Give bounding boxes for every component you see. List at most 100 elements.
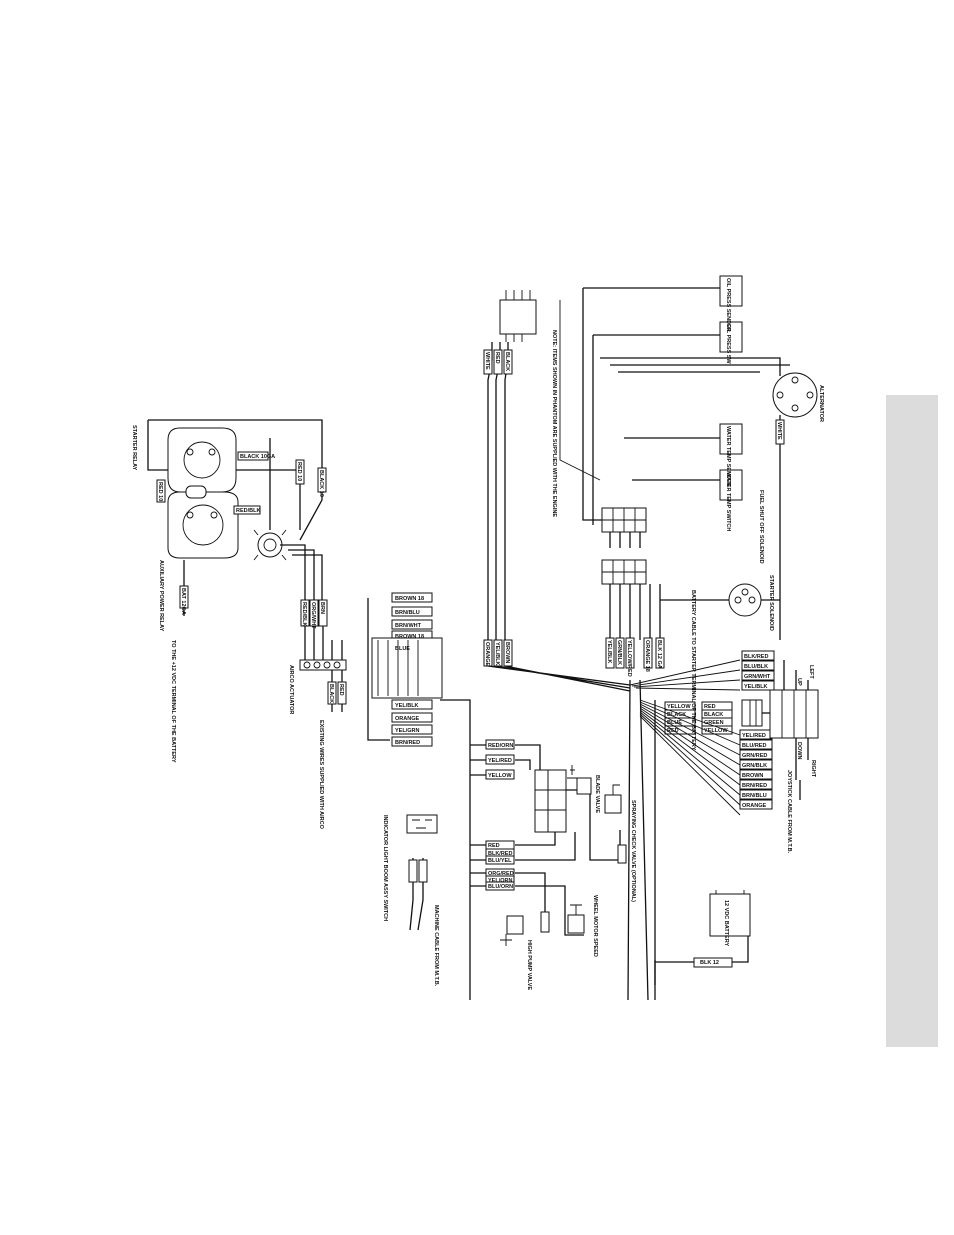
right-wire-box — [741, 660, 775, 671]
battery-icon — [709, 893, 751, 937]
left-wire-box — [391, 712, 433, 723]
right-wire-label: BRN/BLU — [742, 793, 767, 799]
right-wire-label: ORANGE — [742, 803, 766, 809]
right-wire-box — [701, 725, 733, 735]
right-wire-label: GREEN — [704, 720, 724, 726]
right-wire-label: GRN/WHT — [744, 674, 771, 680]
high-pump-valve-icon — [500, 915, 524, 946]
wire-label: YEL/BLK — [606, 640, 612, 664]
indicator-light-switch-icon — [406, 814, 438, 834]
valve-wire-label: YEL/ORN — [488, 878, 512, 884]
wire-label: YEL/BLK — [494, 642, 500, 666]
wire-label: ORG/WHT — [310, 602, 316, 629]
relay-section — [147, 419, 347, 712]
label-starter-solenoid: STARTER SOLENOID — [768, 575, 774, 631]
wire-label: GRN/BLK — [616, 640, 622, 665]
label-blade-valve: BLADE VALVE — [594, 775, 600, 813]
left-wire-label: BLUE — [395, 646, 410, 652]
wire-label: BROWN — [504, 642, 510, 663]
label-joystick-cable: JOYSTICK CABLE FROM M.T.B. — [786, 770, 792, 854]
starter-solenoid-icon — [728, 583, 762, 617]
left-wire-label: BRN/BLU — [395, 610, 420, 616]
left-wire-box — [391, 592, 433, 603]
label-down: DOWN — [796, 742, 802, 759]
left-wire-label: YEL/BLK — [395, 703, 419, 709]
left-wire-label: BROWN 18 — [395, 634, 424, 640]
right-wire-label: BLACK — [667, 712, 686, 718]
label-left: LEFT — [808, 665, 814, 679]
wheel-motor-speed-icon — [567, 904, 585, 934]
right-wire-label: BLU/BLK — [744, 664, 768, 670]
label-oil-press-sender: OIL PRESS SENDER — [725, 278, 731, 332]
battery-section — [654, 890, 751, 985]
engine-section — [582, 275, 818, 669]
alternator-icon — [772, 372, 818, 418]
label-oil-press-sw: OIL PRESS SW — [725, 324, 731, 364]
left-wire-box — [391, 606, 433, 617]
valve-wire-label: BLU/ORN — [488, 884, 513, 890]
label-check-valve: SPRAYING CHECK VALVE (OPTIONAL) — [630, 800, 636, 902]
label-water-temp-sender: WATER TEMP SENDER — [725, 426, 731, 487]
label-aux-power-relay: AUXILIARY POWER RELAY — [158, 560, 164, 632]
blade-valve-icon — [567, 765, 592, 795]
wire-label: ORANGE — [484, 642, 490, 666]
right-wire-label: BLU/RED — [742, 743, 766, 749]
wire-label: RED/BLK — [301, 602, 307, 626]
right-wire-label: GRN/BLK — [742, 763, 767, 769]
label-up: UP — [796, 678, 802, 686]
wire-label: BLACK 10GA — [240, 454, 275, 460]
wire-label: RED 10 — [157, 482, 163, 501]
top-plug-icon — [499, 290, 537, 342]
center-harness — [483, 290, 656, 1001]
valve-wire-label: YEL/RED — [488, 758, 512, 764]
right-wire-label: BLACK — [704, 712, 723, 718]
right-wire-box — [741, 680, 775, 691]
valve-wire-label: ORG/RED — [488, 871, 514, 877]
joystick-switch-icon — [741, 689, 819, 739]
right-wire-label: BLUE — [667, 720, 682, 726]
label-indicator-switch: INDICATOR LIGHT BOOM ASSY SWITCH — [382, 815, 388, 921]
label-battery-terminal: TO THE +12 VDC TERMINAL OF THE BATTERY — [170, 640, 176, 763]
airco-actuator-icon — [253, 529, 287, 561]
left-wire-box — [391, 724, 433, 735]
check-valve-icon — [604, 784, 622, 814]
wire-label: BAT 12GA — [180, 588, 186, 615]
wire-label: RED — [494, 352, 500, 364]
left-wire-box — [391, 736, 433, 747]
label-right: RIGHT — [810, 760, 816, 778]
wire-label: RED — [338, 684, 344, 696]
left-wire-label: YEL/GRN — [395, 728, 419, 734]
left-wire-box — [391, 699, 433, 710]
label-airco-actuator: AIRCO ACTUATOR — [288, 665, 294, 714]
wire-label: RED 10 — [296, 462, 302, 481]
right-wire-label: BRN/RED — [742, 783, 767, 789]
label-battery-cable: BLK 12 — [700, 960, 719, 966]
left-wire-box — [391, 619, 433, 630]
label-wheel-motor-speed: WHEEL MOTOR SPEED — [592, 895, 598, 957]
label-battery-cable: BATTERY CABLE TO STARTER TERMINAL OF THE… — [690, 590, 696, 751]
left-wire-label: ORANGE — [395, 716, 419, 722]
wire-label: BLK 12 GA — [656, 640, 662, 669]
wire-label: WHITE — [776, 422, 782, 440]
right-wire-label: YEL/RED — [742, 733, 766, 739]
right-wire-label: YELLOW — [667, 704, 691, 710]
valve-wire-label: YELLOW — [488, 773, 512, 779]
right-wire-label: YELLOW — [704, 728, 728, 734]
starter-relay-icon — [167, 427, 237, 493]
right-wire-box — [741, 670, 775, 681]
valve-wire-label: RED — [488, 843, 500, 849]
right-wire-label: BLK/RED — [744, 654, 768, 660]
right-wire-box — [741, 650, 775, 661]
label-machine-cable: MACHINE CABLE FROM M.T.B. — [433, 905, 439, 987]
wire-label: BRN — [319, 602, 325, 614]
label-phantom-note: NOTE: ITEMS SHOWN IN PHANTOM ARE SUPPLIE… — [551, 330, 557, 517]
wire-label: BLACK — [328, 684, 334, 703]
label-water-temp-switch: WATER TEMP SWITCH — [725, 472, 731, 531]
valve-wire-label: BLU/YEL — [488, 858, 512, 864]
right-wire-label: RED — [704, 704, 716, 710]
wire-label: WHITE — [484, 352, 490, 370]
wire-label: BLACK — [504, 352, 510, 371]
